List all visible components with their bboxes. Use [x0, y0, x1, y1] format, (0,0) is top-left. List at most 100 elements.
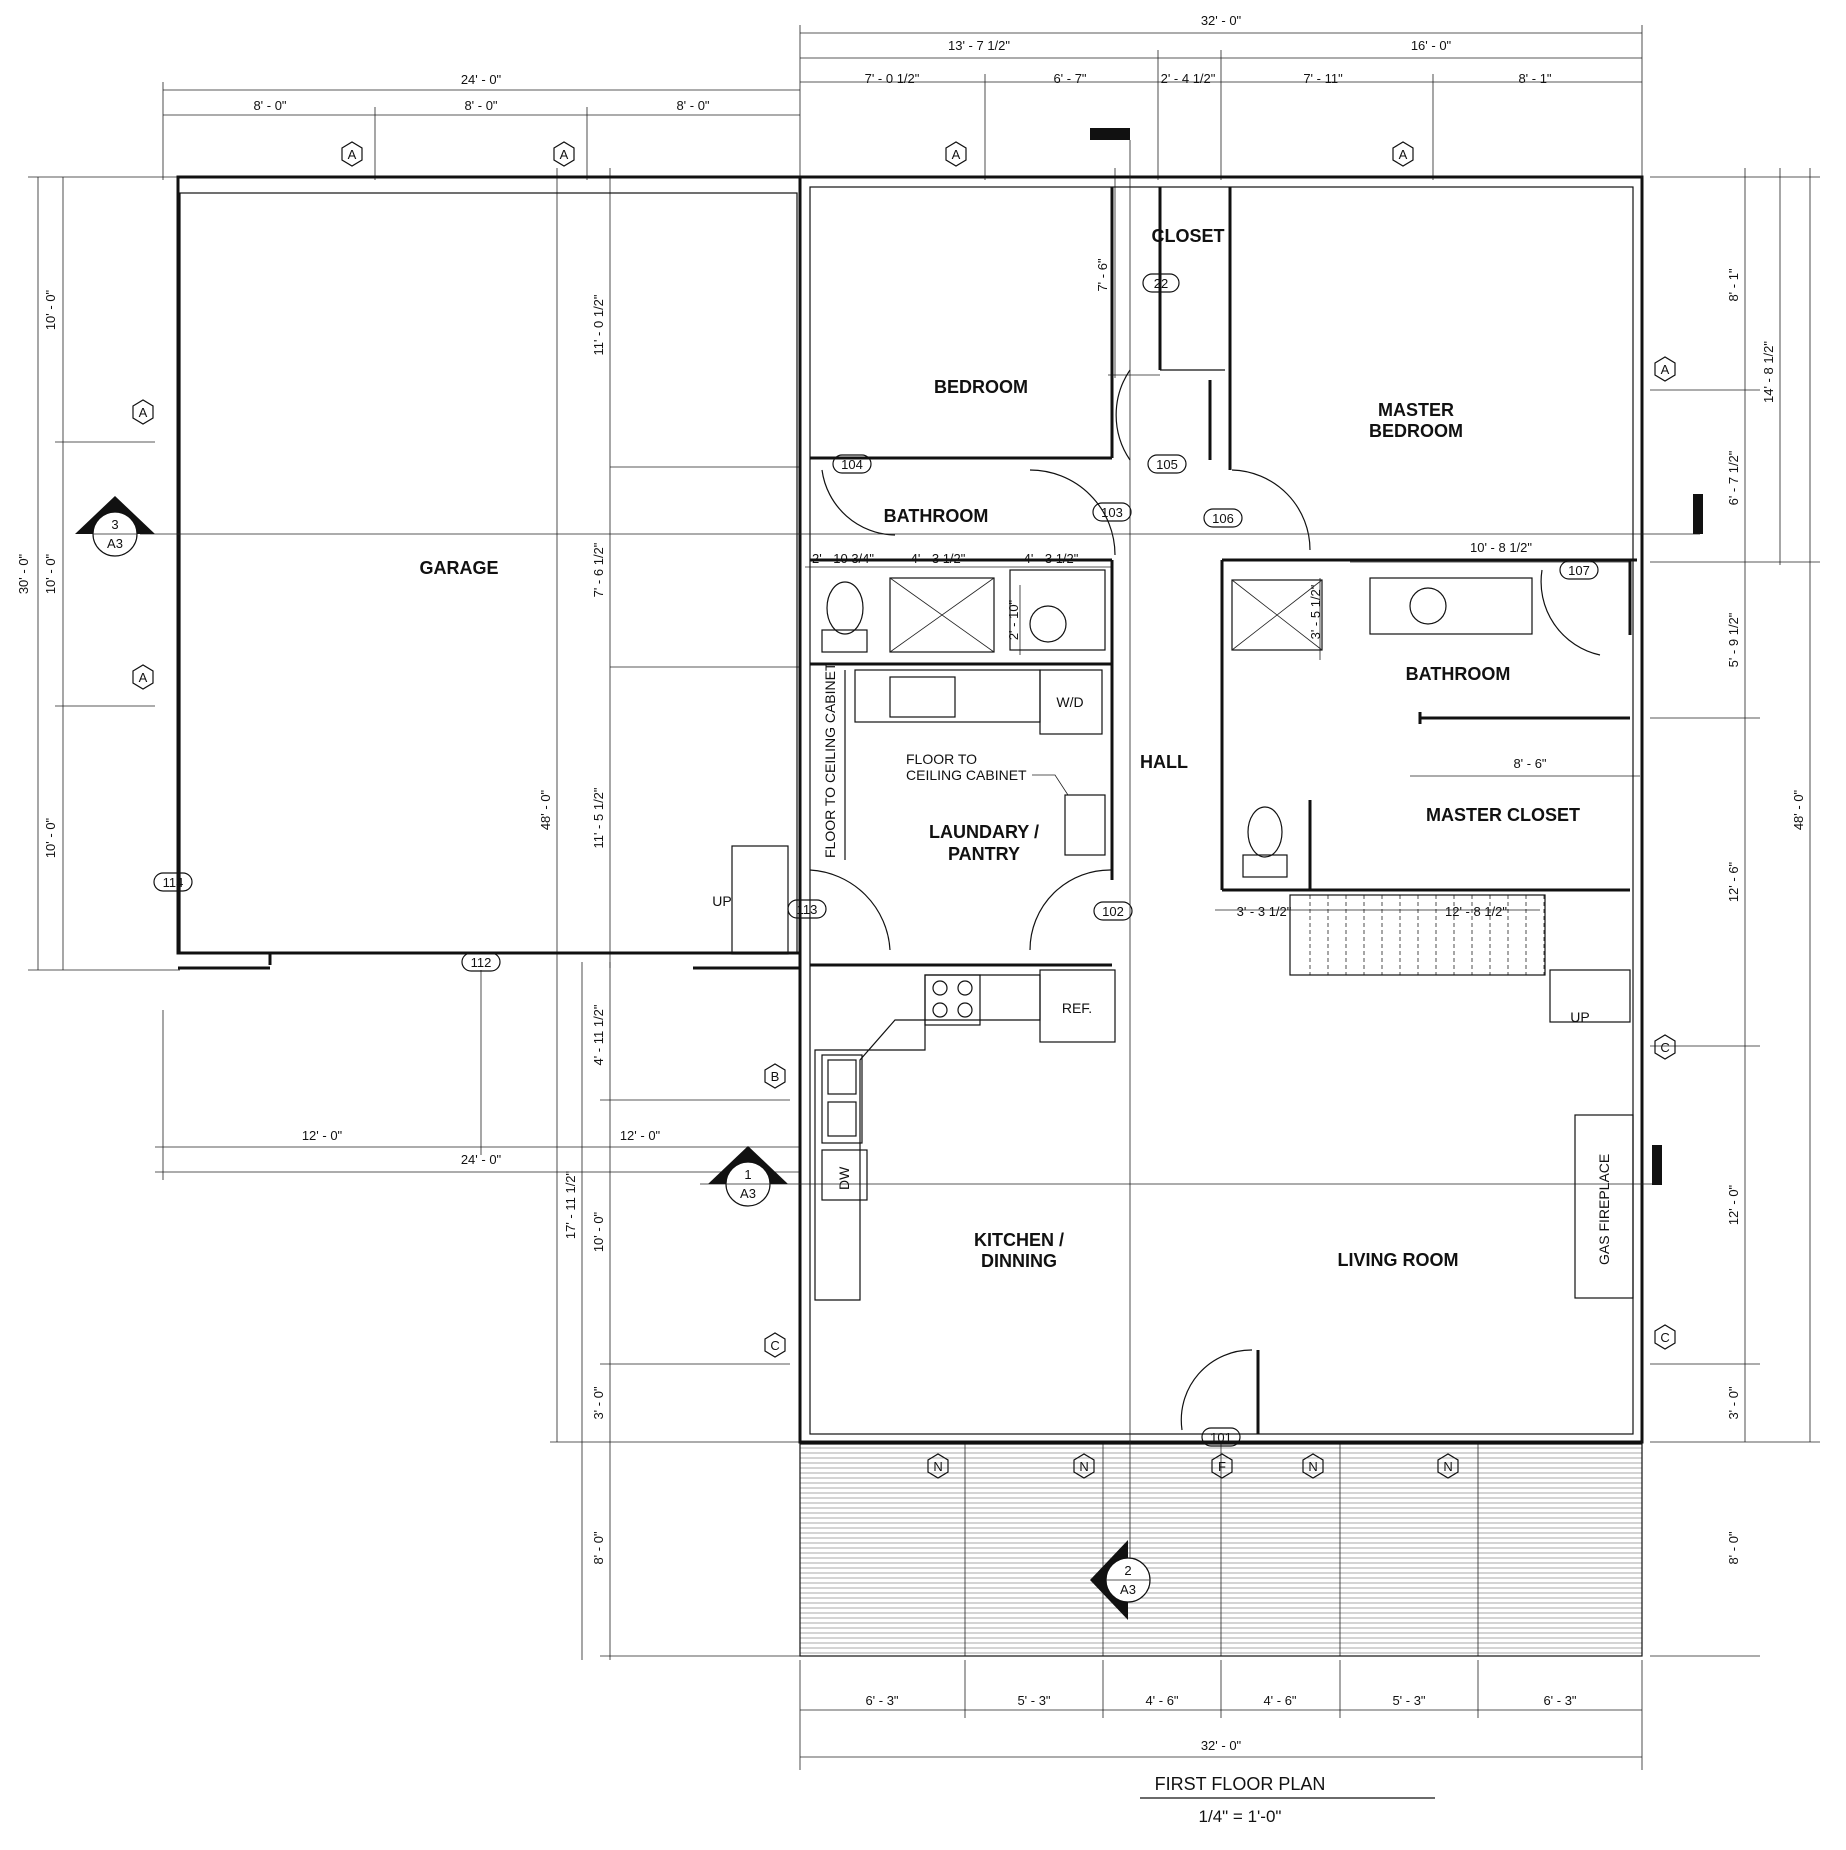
title-scale: 1/4" = 1'-0" [1199, 1807, 1282, 1826]
dim-bath-c: 4' - 3 1/2" [1024, 551, 1079, 566]
section-marker-2: 2 A3 [1090, 1540, 1151, 1620]
dim-int-a: 11' - 0 1/2" [591, 294, 606, 355]
dim-garage-bottom-b: 12' - 0" [620, 1128, 661, 1143]
dim-lower-left-e: 8' - 0" [591, 1531, 606, 1564]
dim-bath-d: 2' - 10" [1006, 599, 1021, 640]
room-labels: GARAGE BEDROOM CLOSET MASTER BEDROOM BAT… [419, 226, 1580, 1271]
room-living: LIVING ROOM [1338, 1250, 1459, 1270]
svg-text:N: N [1079, 1459, 1088, 1474]
window-tag-a: A [1654, 356, 1676, 382]
note-gas-fireplace: GAS FIREPLACE [1596, 1154, 1612, 1265]
note-washer-dryer: W/D [1056, 694, 1083, 710]
dim-porch-overall: 32' - 0" [1201, 1738, 1242, 1753]
dim-lower-left-d: 3' - 0" [591, 1386, 606, 1419]
window-tag-c: C [1654, 1324, 1676, 1350]
dim-top-b: 6' - 7" [1053, 71, 1086, 86]
door-tag-103: 103 [1092, 502, 1132, 522]
fixtures [731, 569, 1634, 1301]
room-kitchen-line1: KITCHEN / [974, 1230, 1064, 1250]
walls [176, 175, 1644, 1444]
svg-text:A: A [1661, 362, 1670, 377]
dim-garage-depth: 48' - 0" [538, 789, 553, 830]
dim-garage-c: 8' - 0" [676, 98, 709, 113]
dim-bath-b: 4' - 3 1/2" [911, 551, 966, 566]
dim-top-d: 7' - 11" [1303, 71, 1343, 86]
dim-lower-left-b: 17' - 11 1/2" [563, 1170, 578, 1239]
note-stair-up-garage: UP [712, 893, 731, 909]
dim-right-e: 12' - 6" [1726, 861, 1741, 902]
dim-left-c: 10' - 0" [43, 817, 58, 858]
svg-text:2: 2 [1124, 1563, 1131, 1578]
title-name: FIRST FLOOR PLAN [1155, 1774, 1326, 1794]
dim-garage-b: 8' - 0" [464, 98, 497, 113]
door-tags: 101 102 103 104 105 106 107 112 113 114 … [153, 273, 1599, 1447]
svg-text:107: 107 [1568, 563, 1590, 578]
dim-porch-d: 4' - 6" [1263, 1693, 1296, 1708]
svg-text:B: B [771, 1069, 780, 1084]
dim-master-closet-width: 8' - 6" [1513, 756, 1546, 771]
svg-text:N: N [1308, 1459, 1317, 1474]
room-master-bathroom: BATHROOM [1406, 664, 1511, 684]
dim-garage-overall: 24' - 0" [461, 72, 502, 87]
dim-right-a: 8' - 1" [1726, 268, 1741, 301]
door-tag-114: 114 [153, 872, 193, 892]
window-tag-a: A [132, 664, 154, 690]
dim-right-c: 14' - 8 1/2" [1761, 341, 1776, 403]
door-tag-101: 101 [1201, 1427, 1241, 1447]
room-bedroom: BEDROOM [934, 377, 1028, 397]
dim-stair-a: 3' - 3 1/2" [1237, 904, 1292, 919]
window-tag-n: N [1437, 1453, 1459, 1479]
section-marker-1: 1 A3 [708, 1146, 788, 1207]
dimension-labels: 32' - 0" 13' - 7 1/2" 16' - 0" 7' - 0 1/… [16, 13, 1806, 1753]
svg-text:C: C [770, 1338, 779, 1353]
dim-porch-c: 4' - 6" [1145, 1693, 1178, 1708]
svg-text:114: 114 [163, 875, 184, 890]
svg-text:N: N [1443, 1459, 1452, 1474]
dim-int-c: 11' - 5 1/2" [591, 787, 606, 848]
svg-text:F: F [1218, 1459, 1226, 1474]
window-tag-a: A [1392, 141, 1414, 167]
svg-text:N: N [933, 1459, 942, 1474]
window-tag-b: B [764, 1063, 786, 1089]
window-tag-c: C [1654, 1034, 1676, 1060]
room-garage: GARAGE [419, 558, 498, 578]
dim-lower-left-c: 10' - 0" [591, 1211, 606, 1252]
window-tag-a: A [132, 399, 154, 425]
dim-right-f: 12' - 0" [1726, 1184, 1741, 1225]
svg-text:113: 113 [797, 902, 818, 917]
dim-lower-left-a: 4' - 11 1/2" [591, 1004, 606, 1065]
dim-porch-f: 6' - 3" [1543, 1693, 1576, 1708]
svg-text:A: A [560, 147, 569, 162]
svg-text:A3: A3 [740, 1186, 756, 1201]
room-master-closet: MASTER CLOSET [1426, 805, 1580, 825]
svg-text:112: 112 [471, 955, 492, 970]
room-master-bedroom-line1: MASTER [1378, 400, 1454, 420]
svg-text:A: A [952, 147, 961, 162]
window-tag-n: N [927, 1453, 949, 1479]
room-master-bedroom-line2: BEDROOM [1369, 421, 1463, 441]
dim-right-h: 8' - 0" [1726, 1531, 1741, 1564]
dim-porch-e: 5' - 3" [1392, 1693, 1425, 1708]
dim-bath-a: 2' - 10 3/4" [812, 551, 874, 566]
dim-top-right-group: 16' - 0" [1411, 38, 1452, 53]
svg-text:C: C [1660, 1330, 1669, 1345]
svg-text:1: 1 [744, 1167, 751, 1182]
dim-porch-a: 6' - 3" [865, 1693, 898, 1708]
dim-left-a: 10' - 0" [43, 289, 58, 330]
dim-left-overall: 30' - 0" [16, 553, 31, 594]
dim-master-bath-width: 10' - 8 1/2" [1470, 540, 1532, 555]
dim-top-a: 7' - 0 1/2" [865, 71, 920, 86]
dim-stair-b: 12' - 8 1/2" [1445, 904, 1507, 919]
dim-top-c: 2' - 4 1/2" [1161, 71, 1216, 86]
note-stair-up-living: UP [1570, 1009, 1589, 1025]
porch-deck [800, 1444, 1642, 1656]
svg-text:103: 103 [1101, 505, 1123, 520]
svg-text:102: 102 [1102, 904, 1124, 919]
notes: FLOOR TO CEILING CABINET FLOOR TO CEILIN… [712, 662, 1612, 1265]
dim-garage-bottom-a: 12' - 0" [302, 1128, 343, 1143]
drawing-title: FIRST FLOOR PLAN 1/4" = 1'-0" [1140, 1774, 1435, 1826]
svg-text:A: A [139, 670, 148, 685]
svg-text:A3: A3 [1120, 1582, 1136, 1597]
room-bathroom: BATHROOM [884, 506, 989, 526]
